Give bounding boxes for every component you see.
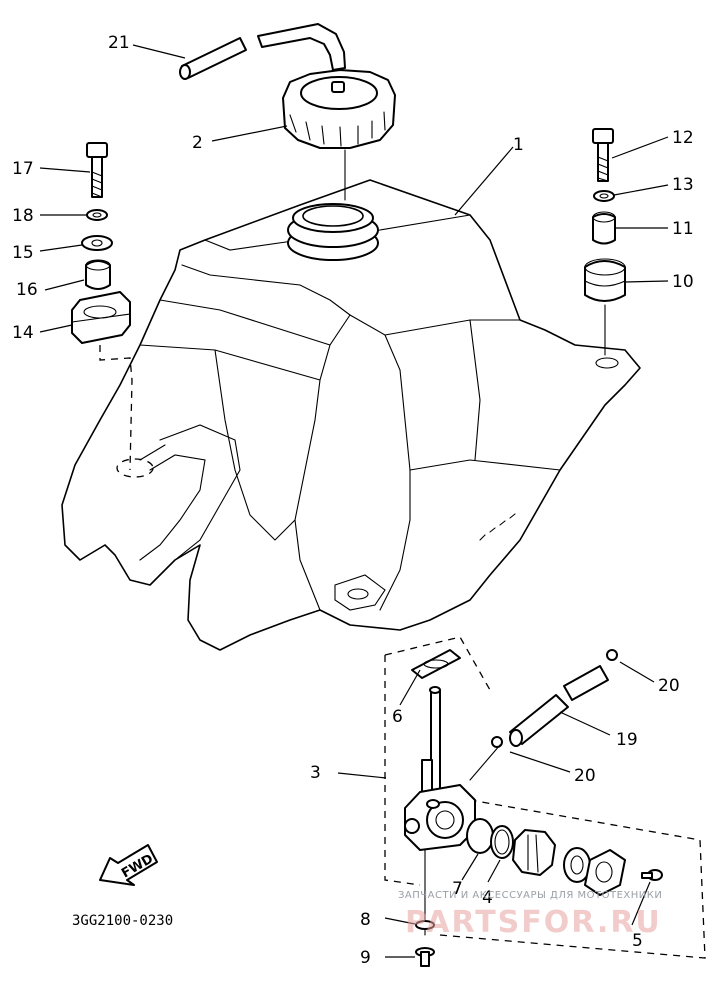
fuel-cock-lever xyxy=(512,829,556,876)
callout-18: 18 xyxy=(12,206,34,226)
watermark: PARTSFOR.RU ЗАПЧАСТИ И АКСЕССУАРЫ ДЛЯ МО… xyxy=(398,890,662,940)
callout-6: 6 xyxy=(392,707,403,727)
callout-16: 16 xyxy=(16,280,38,300)
fuel-cock-plate xyxy=(466,818,494,854)
fuel-cock-gasket xyxy=(411,649,461,679)
cover-screw xyxy=(641,869,663,881)
plate-washer-left xyxy=(81,235,113,251)
collar-right xyxy=(592,211,616,245)
bolt-right xyxy=(592,128,614,182)
callout-12: 12 xyxy=(672,128,694,148)
fuel-cock-body xyxy=(404,784,476,851)
callout-1: 1 xyxy=(513,135,524,155)
fuel-hose xyxy=(509,665,609,747)
callout-17: 17 xyxy=(12,159,34,179)
callout-7: 7 xyxy=(452,879,463,899)
damper-right xyxy=(584,258,626,302)
fuel-tank xyxy=(61,179,641,651)
drain-screw xyxy=(415,947,435,967)
callout-14: 14 xyxy=(12,323,34,343)
callout-13: 13 xyxy=(672,175,694,195)
callout-20-upper: 20 xyxy=(658,676,680,696)
callout-8: 8 xyxy=(360,910,371,930)
bolt-left xyxy=(86,142,108,198)
fuel-strainer-pipe xyxy=(421,686,441,801)
fwd-direction-arrow: FWD xyxy=(99,844,158,886)
lever-cover-plate xyxy=(584,849,626,896)
fuel-cap xyxy=(282,69,396,149)
callout-19: 19 xyxy=(616,730,638,750)
callout-5: 5 xyxy=(632,931,643,951)
fuel-cock-assembly-frame xyxy=(384,636,706,959)
callout-4: 4 xyxy=(482,888,493,908)
spring-washer-right xyxy=(593,190,615,202)
breather-hose xyxy=(179,23,346,80)
hose-clip-lower xyxy=(491,736,503,748)
callout-9: 9 xyxy=(360,948,371,968)
drain-washer xyxy=(415,920,435,930)
leader-lines xyxy=(39,44,669,958)
watermark-caption: ЗАПЧАСТИ И АКСЕССУАРЫ ДЛЯ МОТОТЕХНИКИ xyxy=(398,890,662,901)
spring-washer-left xyxy=(86,209,108,221)
callout-10: 10 xyxy=(672,272,694,292)
watermark-brand: PARTSFOR.RU xyxy=(405,905,662,940)
callout-11: 11 xyxy=(672,219,694,239)
left-mount-path xyxy=(99,345,133,471)
callout-15: 15 xyxy=(12,243,34,263)
o-ring xyxy=(490,825,514,859)
diagram-code: 3GG2100-0230 xyxy=(72,913,173,929)
callout-3: 3 xyxy=(310,763,321,783)
damper-left xyxy=(71,291,131,344)
collar-left xyxy=(85,259,111,290)
callout-2: 2 xyxy=(192,133,203,153)
callout-21: 21 xyxy=(108,33,130,53)
callout-labels: 21 2 1 17 18 15 16 14 12 13 11 10 20 19 … xyxy=(12,33,694,968)
filler-neck xyxy=(287,203,379,261)
callout-20-lower: 20 xyxy=(574,766,596,786)
hose-clip-upper xyxy=(606,649,618,661)
